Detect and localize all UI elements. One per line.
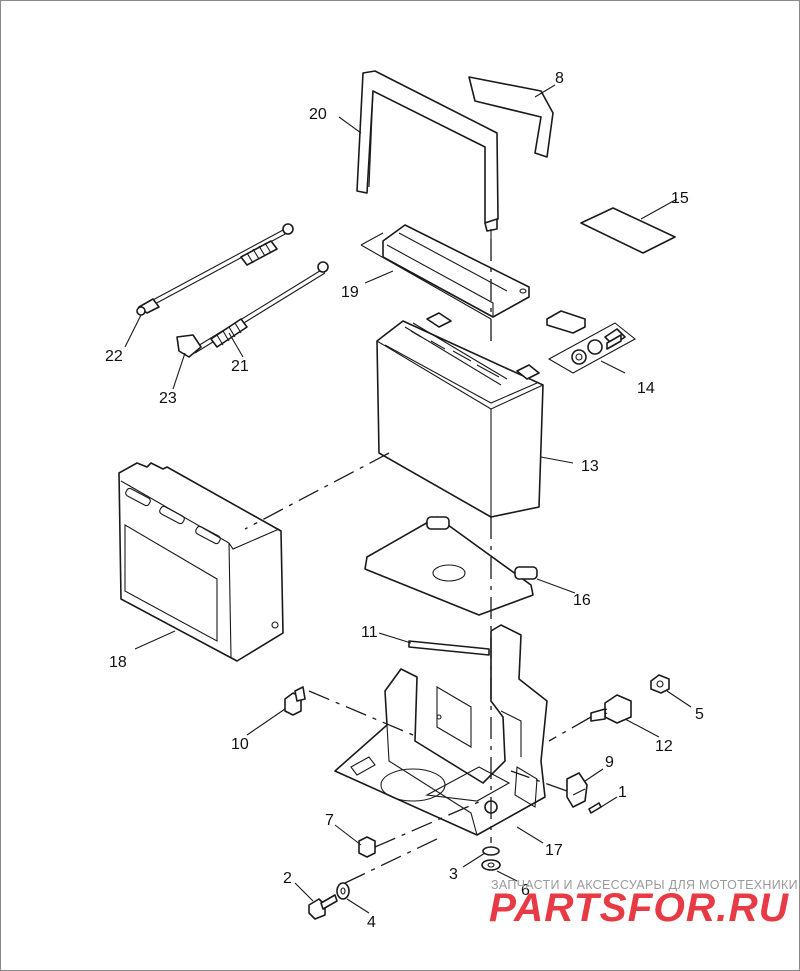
part-21-battery-cable [192, 261, 329, 354]
callout-21: 21 [231, 358, 249, 375]
part-22-battery-cable [136, 223, 294, 316]
callout-22: 22 [105, 348, 123, 365]
part-6-washer [481, 859, 501, 871]
callout-23: 23 [159, 390, 177, 407]
callout-11: 11 [361, 624, 378, 641]
part-23-terminal-boot [176, 334, 202, 358]
leader-lines [124, 84, 692, 914]
callout-10: 10 [231, 736, 249, 753]
callout-17: 17 [545, 842, 563, 859]
part-2-bolt [308, 894, 338, 920]
part-8-label [468, 76, 554, 158]
part-16-battery-pad [364, 516, 538, 616]
watermark-logo: PARTSFOR.RU [489, 886, 789, 930]
part-9-connector [566, 772, 588, 808]
part-13-battery [376, 312, 544, 518]
callout-1: 1 [618, 784, 627, 801]
callout-14: 14 [637, 380, 655, 397]
callout-12: 12 [655, 738, 673, 755]
callout-2: 2 [283, 870, 292, 887]
part-11-rod [408, 640, 490, 656]
part-17-battery-tray [334, 624, 548, 836]
callout-8: 8 [555, 70, 564, 87]
part-1-screw [588, 802, 602, 814]
callout-13: 13 [581, 458, 599, 475]
callout-19: 19 [341, 284, 359, 301]
part-20-hold-down-strap [356, 70, 499, 239]
callout-9: 9 [605, 754, 614, 771]
part-4-washer [336, 882, 350, 900]
callout-15: 15 [671, 190, 689, 207]
watermark: ЗАПЧАСТИ И АКСЕССУАРЫ ДЛЯ МОТОТЕХНИКИ PA… [489, 878, 798, 930]
callout-3: 3 [449, 866, 458, 883]
callout-7: 7 [325, 812, 334, 829]
assembly-center-lines [244, 239, 592, 884]
part-12-rubber-mount [590, 694, 632, 724]
callout-20: 20 [309, 106, 327, 123]
callout-18: 18 [109, 654, 127, 671]
watermark-tagline: ЗАПЧАСТИ И АКСЕССУАРЫ ДЛЯ МОТОТЕХНИКИ [491, 878, 798, 892]
callout-numbers: 1 2 3 4 5 6 7 8 9 10 11 12 13 14 15 16 1… [105, 70, 704, 931]
part-19-battery-cover [360, 224, 530, 320]
part-5-nut [650, 674, 670, 694]
callout-6: 6 [521, 882, 530, 899]
part-10-stud [284, 686, 306, 716]
part-14-terminal-hardware [546, 310, 636, 374]
part-18-side-cover [118, 462, 284, 662]
callout-16: 16 [573, 592, 591, 609]
part-7-nut [358, 836, 376, 858]
part-15-label [580, 207, 676, 254]
part-3-washer [482, 846, 500, 856]
callout-4: 4 [367, 914, 376, 931]
callout-5: 5 [695, 706, 704, 723]
